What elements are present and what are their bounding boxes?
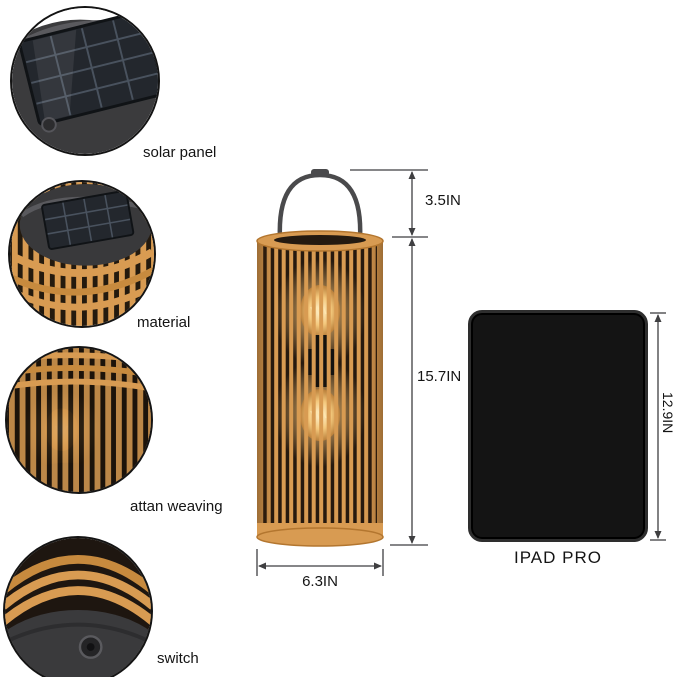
ipad-label: IPAD PRO bbox=[514, 548, 602, 567]
callout-label-solar-panel: solar panel bbox=[143, 144, 217, 161]
callout-label-weaving: attan weaving bbox=[130, 498, 223, 515]
callout-weaving bbox=[5, 346, 153, 494]
callout-switch bbox=[3, 536, 153, 677]
lantern-image bbox=[256, 169, 384, 547]
weaving-detail-icon bbox=[7, 348, 151, 492]
callout-solar-panel bbox=[10, 6, 160, 156]
switch-detail-icon bbox=[5, 538, 151, 677]
callout-label-switch: switch bbox=[157, 650, 199, 667]
dimension-body-height: 15.7IN bbox=[417, 368, 462, 385]
callout-label-material: material bbox=[137, 314, 191, 331]
dimension-handle-height: 3.5IN bbox=[425, 192, 461, 209]
material-detail-icon bbox=[10, 182, 154, 326]
solar-panel-detail-icon bbox=[12, 8, 158, 154]
ipad-rectangle bbox=[468, 310, 648, 542]
dimension-ipad-height: 12.9IN bbox=[660, 392, 676, 434]
dimension-width: 6.3IN bbox=[302, 573, 338, 590]
lantern-handle bbox=[277, 172, 363, 240]
callout-material bbox=[8, 180, 156, 328]
